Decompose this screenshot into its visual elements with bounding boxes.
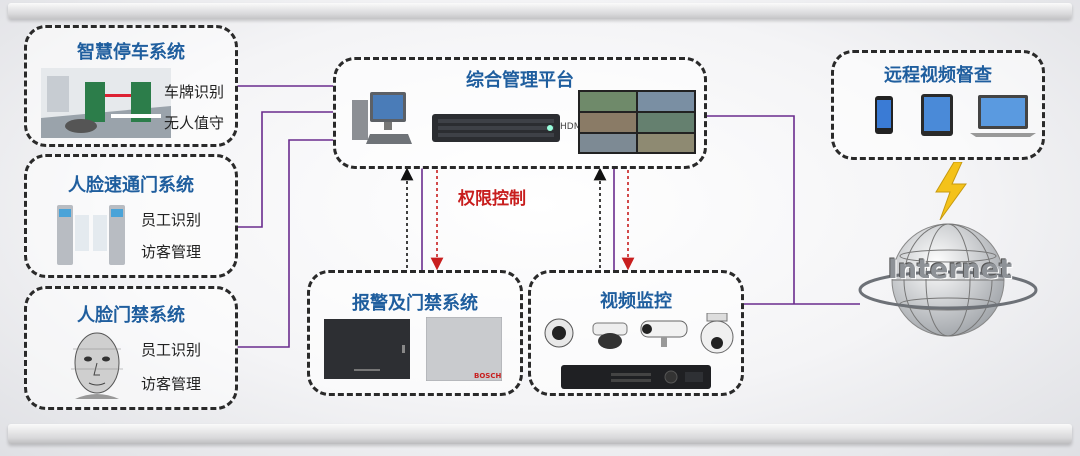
controller-brand: BOSCH — [474, 372, 502, 380]
access-controller-icon — [426, 317, 502, 381]
management-platform-box: 综合管理平台 HDMI — [333, 57, 707, 169]
face-gate-item-1: 员工识别 — [141, 211, 202, 229]
nvr-label: HDMI — [560, 122, 585, 132]
laptop-icon — [970, 95, 1036, 137]
lightning-icon — [935, 162, 967, 220]
parking-system-box: 智慧停车系统 车牌识别 无人值守 — [24, 25, 238, 147]
turnstile-icon — [57, 205, 125, 265]
parking-gate-icon — [41, 68, 171, 138]
parking-title: 智慧停车系统 — [77, 42, 185, 63]
face-gate-item-2: 访客管理 — [141, 243, 202, 261]
smartphone-icon — [875, 96, 893, 134]
internet-globe-icon — [858, 223, 1038, 337]
line-faceaccess-platform — [237, 139, 333, 348]
video-title: 视频监控 — [600, 291, 672, 312]
parking-item-1: 车牌识别 — [164, 83, 225, 101]
face-gate-system-box: 人脸速通门系统 员工识别 访客管理 — [24, 154, 238, 278]
face-scan-icon — [71, 332, 123, 399]
line-platform-internet — [707, 115, 795, 304]
alarm-access-system-box: 报警及门禁系统 BOSCH — [307, 270, 523, 396]
video-wall-icon — [578, 90, 696, 154]
top-decor-bar — [8, 3, 1072, 19]
dvr-recorder-icon — [561, 365, 711, 389]
bottom-decor-bar — [8, 424, 1072, 444]
camera-group-icon — [544, 313, 734, 354]
permission-control-label: 权限控制 — [458, 189, 526, 209]
line-facegate-platform — [237, 111, 333, 228]
face-gate-title: 人脸速通门系统 — [68, 175, 194, 196]
remote-supervision-box: 远程视频督查 — [831, 50, 1045, 160]
alarm-title: 报警及门禁系统 — [352, 293, 478, 314]
face-access-item-1: 员工识别 — [141, 341, 202, 359]
alarm-panel-icon — [324, 319, 410, 379]
tablet-icon — [921, 94, 953, 136]
face-access-item-2: 访客管理 — [141, 375, 202, 393]
internet-label: Internet — [887, 254, 1013, 285]
workstation-icon — [352, 92, 412, 144]
platform-title: 综合管理平台 — [466, 70, 574, 91]
video-surveillance-box: 视频监控 — [528, 270, 744, 396]
parking-item-2: 无人值守 — [164, 114, 225, 132]
nvr-server-icon — [432, 114, 560, 142]
face-access-system-box: 人脸门禁系统 员工识别 访客管理 — [24, 286, 238, 410]
face-access-title: 人脸门禁系统 — [77, 305, 185, 326]
remote-title: 远程视频督查 — [884, 65, 992, 86]
